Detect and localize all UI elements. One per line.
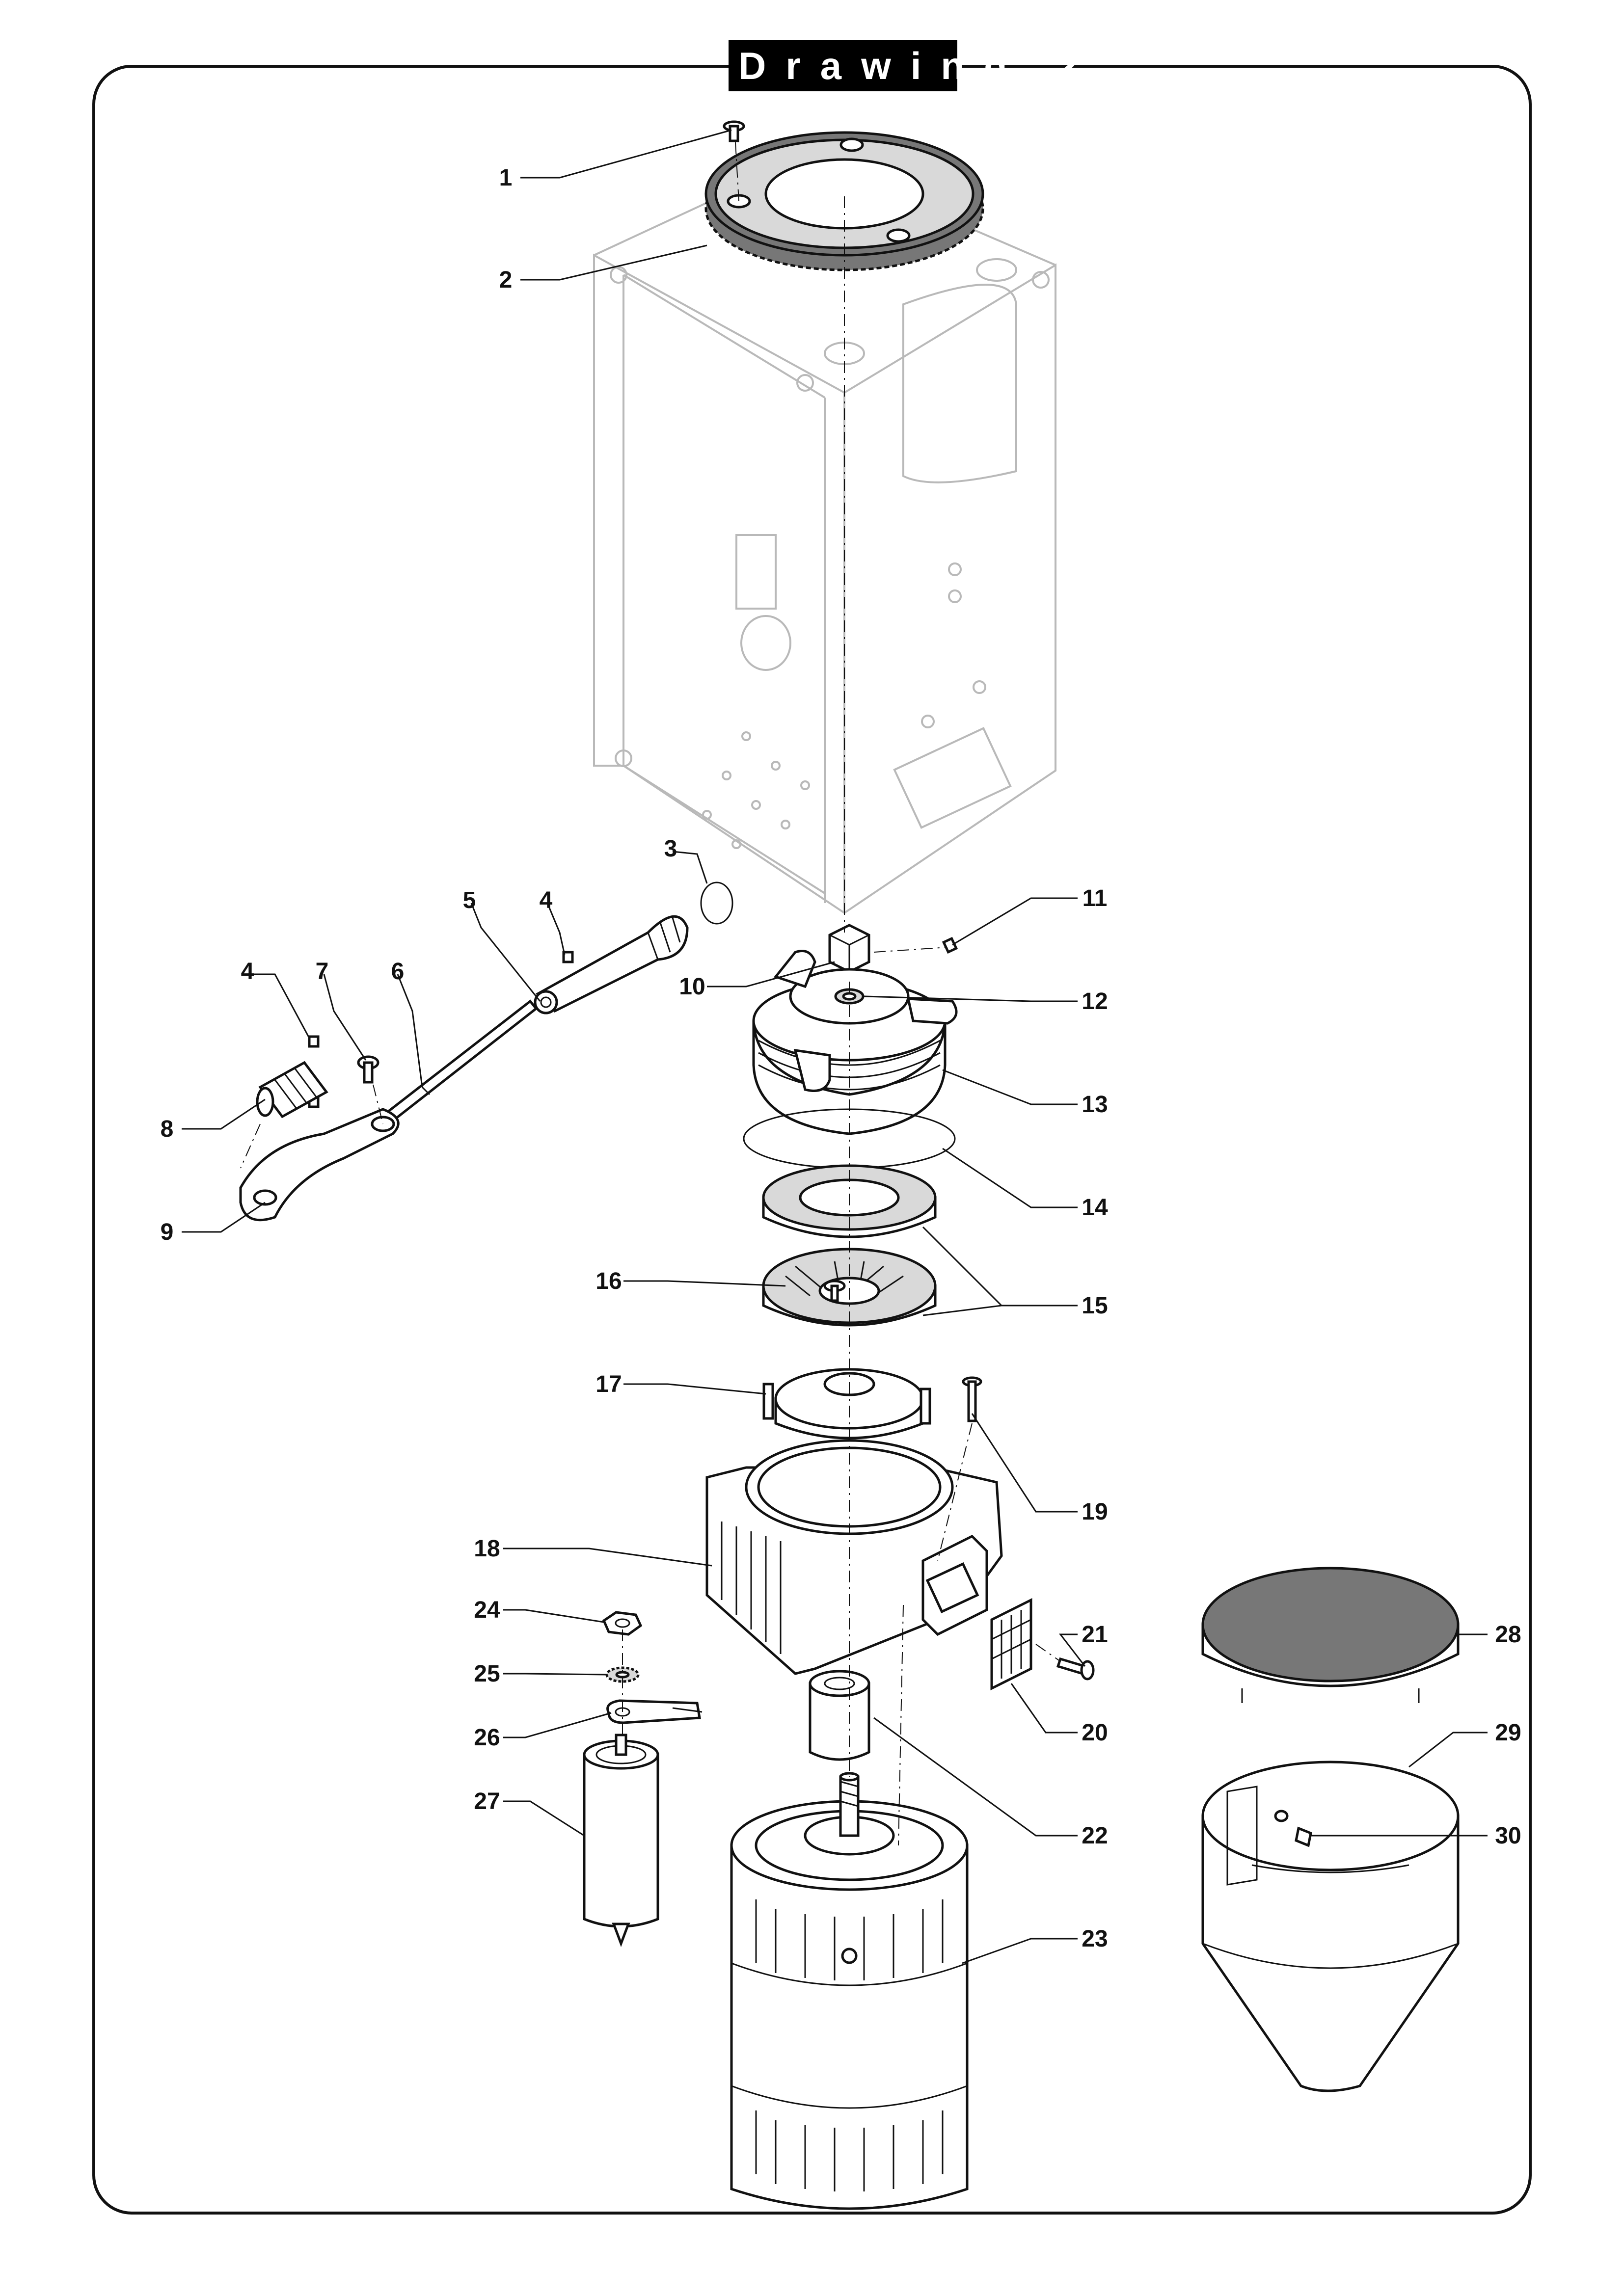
- part-number-3: 3: [664, 836, 677, 862]
- part-number-10: 10: [679, 974, 705, 1000]
- leader-lines: [182, 129, 1488, 1964]
- part-10-hex-nut: [828, 924, 870, 973]
- part-4-set-screw: [308, 951, 574, 1108]
- part-1-screw: [723, 120, 745, 142]
- part-number-13: 13: [1082, 1092, 1108, 1118]
- part-number-20: 20: [1082, 1720, 1108, 1746]
- part-27-capacitor: [583, 1734, 659, 1948]
- part-number-25: 25: [474, 1661, 500, 1687]
- part-11-screw: [942, 936, 958, 954]
- part-number-2: 2: [499, 267, 513, 293]
- part-number-29: 29: [1495, 1720, 1521, 1746]
- part-17-burr-holder: [762, 1368, 931, 1440]
- part-number-4a: 4: [241, 959, 254, 985]
- part-number-22: 22: [1082, 1823, 1108, 1849]
- part-number-18: 18: [474, 1536, 500, 1562]
- part-number-6: 6: [391, 959, 405, 985]
- part-number-26: 26: [474, 1725, 500, 1751]
- part-number-19: 19: [1082, 1499, 1108, 1525]
- part-28-hopper-lid: [1201, 1567, 1460, 1703]
- part-number-9: 9: [161, 1219, 174, 1245]
- part-number-23: 23: [1082, 1926, 1108, 1952]
- part-2-gear-ring: [704, 131, 984, 271]
- part-number-12: 12: [1082, 988, 1108, 1015]
- part-19-screw: [962, 1376, 982, 1422]
- part-number-17: 17: [595, 1371, 622, 1397]
- part-29-hopper: [1201, 1761, 1460, 2092]
- part-7-screw: [357, 1055, 379, 1084]
- part-26-lug-terminal: [606, 1699, 703, 1724]
- part-30-screw: [1274, 1810, 1312, 1847]
- assembly-axes: [240, 142, 1061, 1846]
- part-number-labels: 1 2 3 4 4 5 6 7 8 9 10 11 12 13 14 15 16…: [161, 165, 1521, 1952]
- part-24-nut: [602, 1611, 643, 1636]
- part-number-1: 1: [499, 165, 513, 191]
- part-number-11: 11: [1083, 885, 1108, 911]
- part-number-7: 7: [316, 959, 329, 985]
- part-number-8: 8: [161, 1116, 174, 1142]
- part-number-4b: 4: [540, 887, 553, 913]
- part-21-screw: [1056, 1657, 1095, 1681]
- part-5-knob-shaft: [534, 915, 689, 1015]
- part-number-24: 24: [474, 1597, 500, 1623]
- part-number-14: 14: [1082, 1195, 1108, 1221]
- part-number-5: 5: [463, 887, 476, 913]
- part-number-15: 15: [1082, 1293, 1108, 1319]
- part-8-threaded-bushing: [256, 1061, 328, 1119]
- part-20-gasket: [990, 1598, 1032, 1691]
- part-number-28: 28: [1495, 1622, 1521, 1648]
- part-number-27: 27: [474, 1789, 500, 1815]
- part-23-motor: [730, 1772, 969, 2210]
- part-13-burr-carrier: [752, 950, 958, 1135]
- part-number-30: 30: [1495, 1823, 1521, 1849]
- part-number-21: 21: [1082, 1622, 1108, 1648]
- part-18-motor-flange: [705, 1439, 1003, 1675]
- part-number-16: 16: [595, 1268, 622, 1294]
- part-3-o-ring: [700, 881, 733, 925]
- part-22-spacer-sleeve: [809, 1670, 870, 1761]
- part-9-lever-bracket: [239, 1108, 400, 1222]
